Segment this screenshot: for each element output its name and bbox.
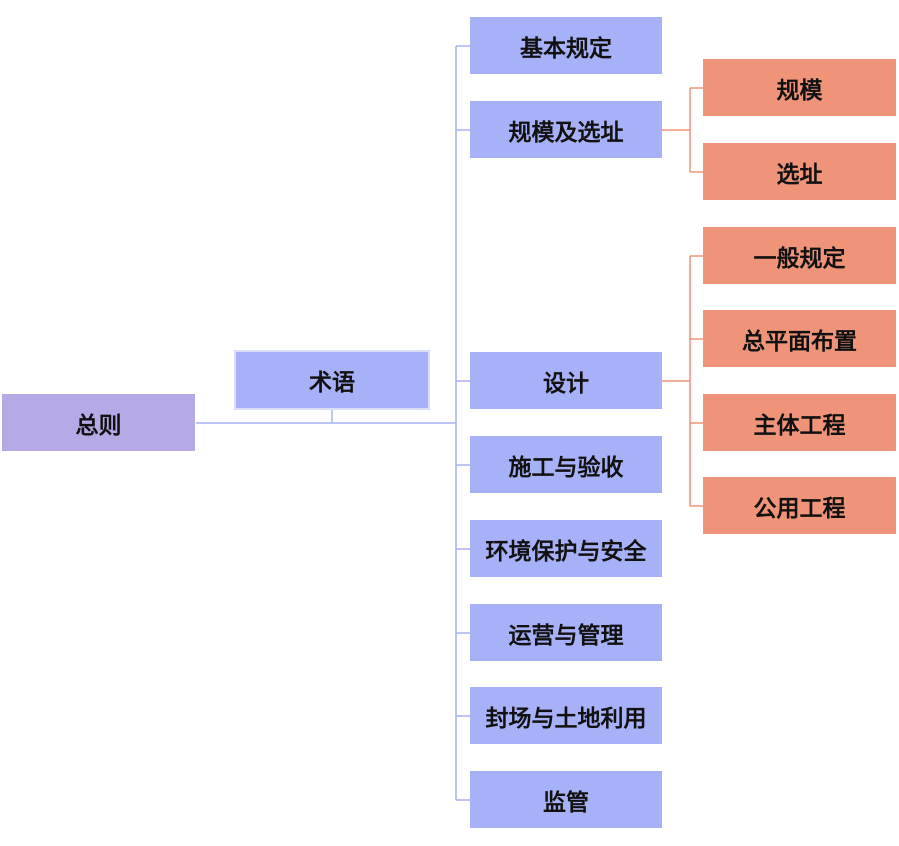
subsection-node: 主体工程 [703, 394, 896, 451]
root-node: 总则 [2, 394, 195, 451]
section-node: 运营与管理 [470, 604, 662, 661]
section-node: 设计 [470, 352, 662, 409]
section-node: 环境保护与安全 [470, 520, 662, 577]
section-node: 规模及选址 [470, 101, 662, 158]
subsection-node: 选址 [703, 143, 896, 200]
subsection-node: 一般规定 [703, 227, 896, 284]
subsection-node: 规模 [703, 59, 896, 116]
subsection-node: 总平面布置 [703, 310, 896, 367]
section-node: 基本规定 [470, 17, 662, 74]
term-node: 术语 [234, 350, 430, 410]
subsection-node: 公用工程 [703, 477, 896, 534]
section-node: 施工与验收 [470, 436, 662, 493]
section-node: 监管 [470, 771, 662, 828]
section-node: 封场与土地利用 [470, 687, 662, 744]
